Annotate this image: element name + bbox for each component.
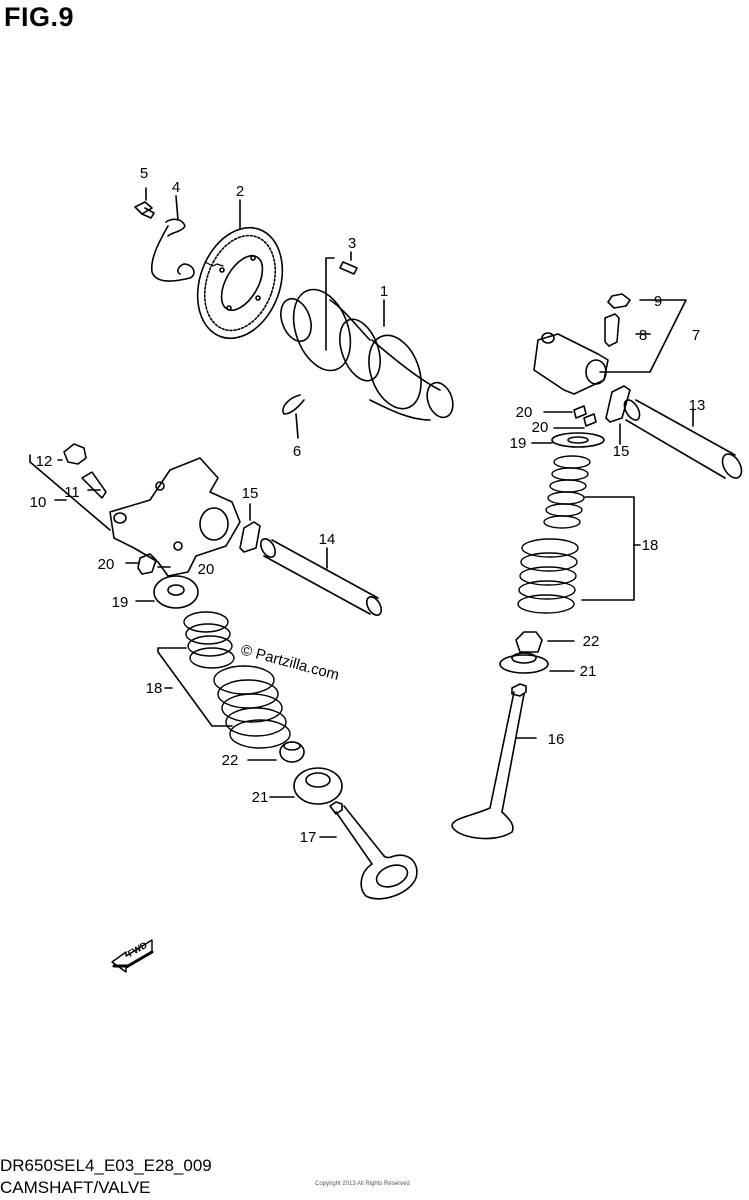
bracket-part-4 <box>150 195 195 282</box>
callout-13: 13 <box>689 397 706 414</box>
callout-6: 6 <box>293 443 301 460</box>
circlip-part-6 <box>282 394 305 439</box>
callout-20-right-lower: 20 <box>532 419 549 436</box>
retainer-part-15-left <box>239 503 261 553</box>
sprocket-part-2 <box>196 199 284 340</box>
callout-2: 2 <box>236 183 244 200</box>
valve-springs-right <box>517 455 641 614</box>
callout-12: 12 <box>36 453 53 470</box>
callout-21-left: 21 <box>252 789 269 806</box>
fwd-arrow-icon: FWD <box>111 939 154 973</box>
valve-cotters-left <box>125 553 171 575</box>
callout-19-right: 19 <box>510 435 527 452</box>
valve-cotters-right <box>543 405 597 429</box>
pin-part-3 <box>339 251 358 275</box>
callout-19-left: 19 <box>112 594 129 611</box>
retainer-part-15-right <box>605 385 631 445</box>
seal-left <box>247 741 305 763</box>
intake-valve-part-17 <box>319 801 418 900</box>
callout-15-left: 15 <box>242 485 259 502</box>
watermark-text: © Partzilla.com <box>239 641 341 684</box>
callout-15-right: 15 <box>613 443 630 460</box>
callout-22-right: 22 <box>583 633 600 650</box>
callout-14: 14 <box>319 531 336 548</box>
spring-retainer-left <box>135 575 199 609</box>
diagram-subtitle: CAMSHAFT/VALVE <box>0 1178 151 1197</box>
spring-seat-right <box>499 652 575 674</box>
bolt-part-5 <box>134 187 155 219</box>
rocker-shaft-part-14 <box>259 538 383 616</box>
figure-title: FIG.9 <box>4 2 75 32</box>
seal-right <box>515 631 575 653</box>
callout-20-left-a: 20 <box>98 556 115 573</box>
callout-18-left: 18 <box>146 680 163 697</box>
callout-11: 11 <box>64 484 80 501</box>
camshaft-part-1 <box>280 257 454 421</box>
callout-4: 4 <box>172 179 180 196</box>
callout-18-right: 18 <box>642 537 659 554</box>
callout-16: 16 <box>548 731 565 748</box>
callout-1: 1 <box>380 283 388 300</box>
callout-20-left-b: 20 <box>198 561 215 578</box>
callout-8: 8 <box>639 327 647 344</box>
rocker-arm-left <box>29 443 241 577</box>
copyright-mark: Copyright 2013 All Rights Reserved <box>315 1181 410 1187</box>
rocker-shaft-part-13 <box>623 399 743 479</box>
rocker-arm-right <box>533 293 687 395</box>
spring-seat-left <box>269 767 343 805</box>
callout-9: 9 <box>654 293 662 310</box>
callout-7: 7 <box>692 327 700 344</box>
diagram-code: DR650SEL4_E03_E28_009 <box>0 1156 212 1175</box>
callout-20-right-upper: 20 <box>516 404 533 421</box>
callout-21-right: 21 <box>580 663 597 680</box>
callout-17: 17 <box>300 829 317 846</box>
valve-springs-left <box>157 611 291 749</box>
callout-10: 10 <box>30 494 47 511</box>
callout-22-left: 22 <box>222 752 239 769</box>
callout-5: 5 <box>140 165 148 182</box>
callout-3: 3 <box>348 235 356 252</box>
exhaust-valve-part-16 <box>451 683 537 840</box>
spring-retainer-right <box>531 432 605 448</box>
